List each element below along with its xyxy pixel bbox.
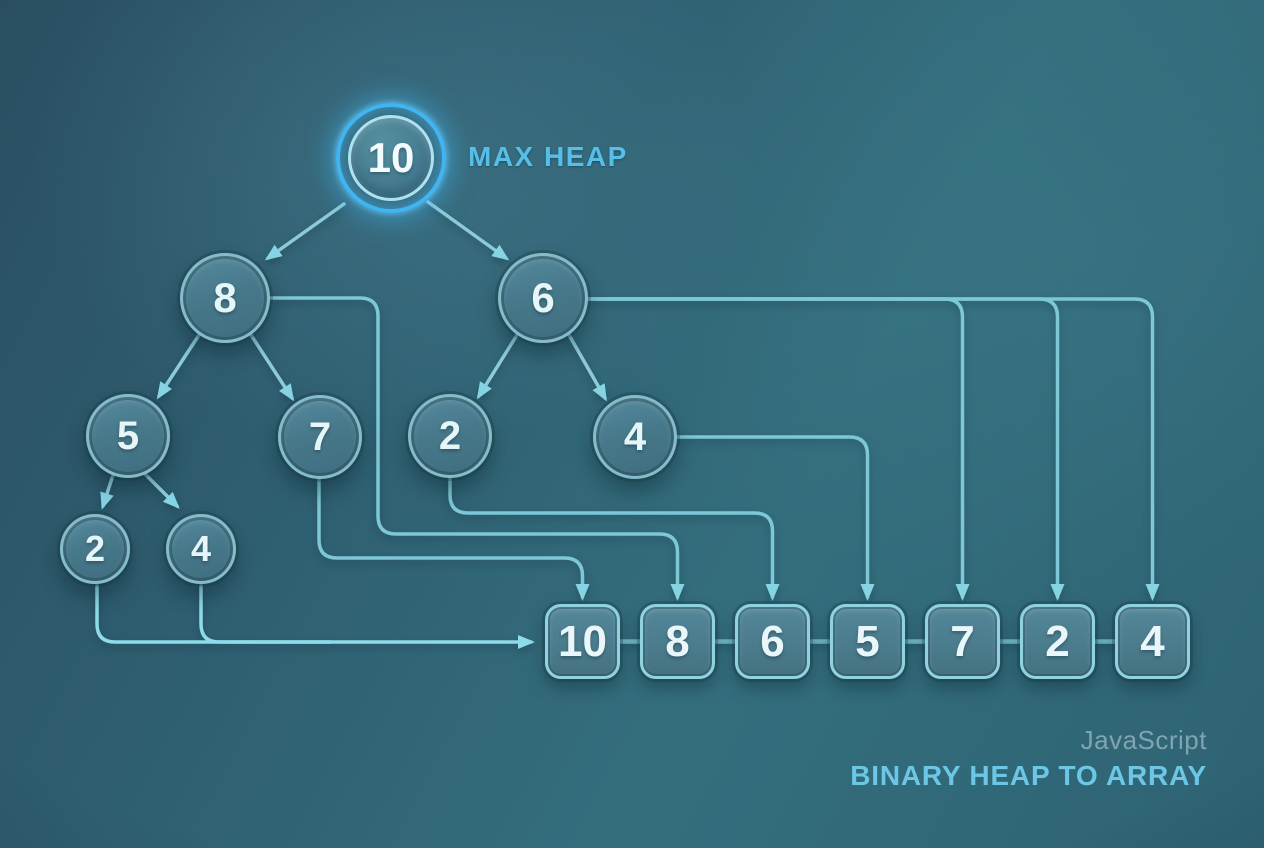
heap-node-4-leaf: 4 [166, 514, 236, 584]
node-to-array-routes [268, 296, 1160, 601]
array-cell-4: 7 [925, 604, 1000, 679]
array-cell-1: 8 [640, 604, 715, 679]
node-value: 4 [190, 528, 212, 569]
cell-value: 8 [665, 616, 690, 666]
route-to-array-0 [317, 477, 590, 601]
heap-node-2: 2 [408, 394, 492, 478]
cell-value: 5 [855, 616, 880, 666]
leaf-merge-routes [95, 584, 535, 649]
cell-value: 6 [760, 616, 785, 666]
node-value: 2 [84, 528, 106, 569]
heap-node-4: 4 [593, 395, 677, 479]
edge-8-7 [249, 333, 295, 402]
heap-node-7: 7 [278, 395, 362, 479]
array-cell-3: 5 [830, 604, 905, 679]
cell-value: 7 [950, 616, 975, 666]
array-cell-2: 6 [735, 604, 810, 679]
footer-caption-block: JavaScript BINARY HEAP TO ARRAY [850, 725, 1207, 792]
edge-10-6 [426, 200, 510, 261]
tree-edges [100, 200, 607, 510]
cell-value: 2 [1045, 616, 1070, 666]
array-cell-0: 10 [545, 604, 620, 679]
heap-node-8: 8 [180, 253, 270, 343]
route-to-array-2 [448, 476, 780, 601]
node-value: 6 [531, 274, 555, 321]
heap-node-5: 5 [86, 394, 170, 478]
node-value: 4 [623, 414, 647, 459]
heap-node-6: 6 [498, 253, 588, 343]
node-value: 7 [308, 414, 332, 459]
route-to-array-1 [268, 296, 685, 601]
node-value: 2 [438, 413, 462, 458]
diagram-title: BINARY HEAP TO ARRAY [850, 759, 1207, 791]
edge-6-2 [476, 333, 519, 400]
root-node-glow-ring [336, 103, 446, 213]
cell-value: 10 [558, 616, 607, 666]
node-value: 8 [213, 274, 237, 321]
route-leaf-4 [199, 584, 332, 644]
edge-5-2leaf [100, 470, 116, 510]
heap-node-2-leaf: 2 [60, 514, 130, 584]
heap-array: 10 8 6 5 7 2 4 [545, 604, 1190, 679]
max-heap-label: MAX HEAP [468, 141, 628, 172]
route-to-array-6 [586, 297, 1160, 601]
node-value: 10 [367, 134, 415, 181]
route-to-array-3 [675, 435, 875, 601]
language-label: JavaScript [1080, 725, 1207, 755]
route-leaf-2-into-array [95, 584, 535, 649]
heap-node-root: 10 [348, 115, 434, 201]
edge-6-4 [567, 333, 607, 402]
cell-value: 4 [1140, 616, 1165, 666]
array-cell-6: 4 [1115, 604, 1190, 679]
edge-10-8 [264, 202, 346, 261]
edge-5-4leaf [141, 470, 180, 509]
array-cell-5: 2 [1020, 604, 1095, 679]
node-value: 5 [116, 413, 140, 458]
edge-8-5 [156, 333, 201, 400]
